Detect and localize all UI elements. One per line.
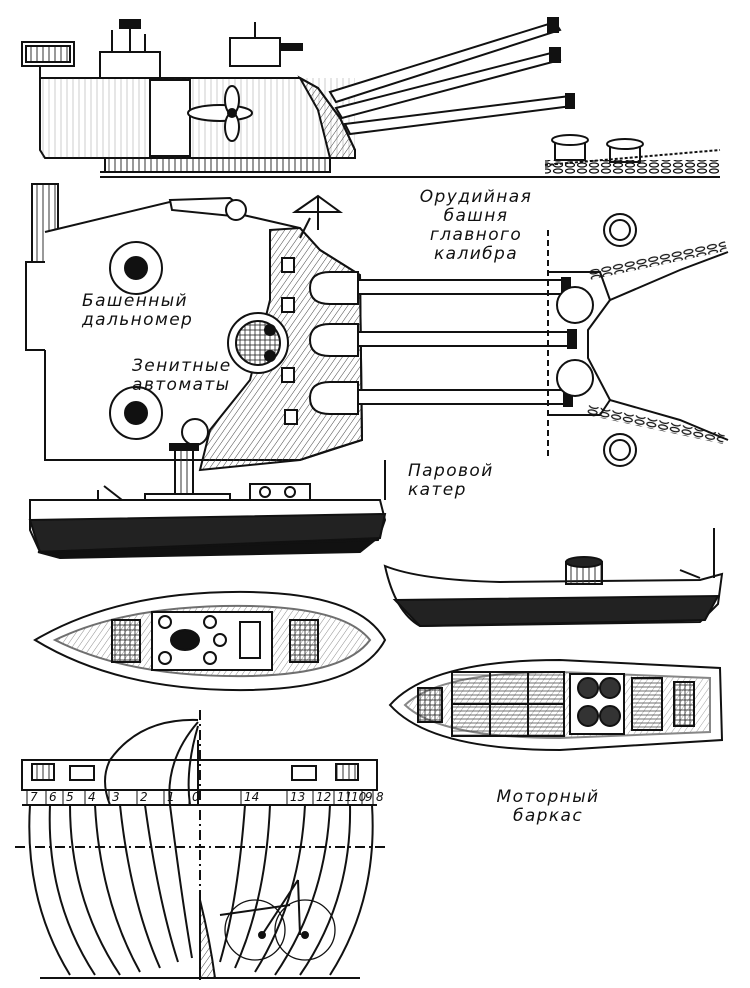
station-label-aft-4: 3 — [112, 790, 120, 804]
station-label-aft-2: 5 — [66, 790, 74, 804]
station-label-fore-1: 13 — [290, 790, 305, 804]
station-label-fore-6: 8 — [376, 790, 384, 804]
station-label-fore-0: 14 — [244, 790, 259, 804]
station-label-fore-4: 10 — [351, 790, 367, 804]
station-label-fore-2: 12 — [316, 790, 331, 804]
turret-plan-view — [25, 183, 729, 472]
station-label-aft-6: 1 — [167, 790, 175, 804]
motor-launch-side-view — [383, 528, 724, 628]
station-label-aft-1: 6 — [49, 790, 57, 804]
station-label-aft-0: 7 — [30, 790, 38, 804]
steam-launch-plan-view — [33, 590, 387, 692]
motor-launch-label: Моторный баркас — [496, 787, 600, 826]
station-label-fore-3: 11 — [337, 790, 352, 804]
rangefinder-label: Башенный дальномер — [82, 291, 194, 330]
turret-side-view — [21, 17, 721, 178]
steam-launch-label: Паровой катер — [408, 461, 494, 500]
station-label-aft-5: 2 — [140, 790, 148, 804]
station-label-aft-3: 4 — [88, 790, 96, 804]
aa-guns-label: Зенитные автоматы — [132, 356, 232, 395]
motor-launch-plan-view — [388, 658, 724, 752]
station-label-aft-7: 0 — [192, 790, 200, 804]
steam-launch-side-view — [28, 443, 387, 560]
station-label-fore-5: 9 — [365, 790, 373, 804]
body-plan — [15, 710, 385, 980]
main-turret-label: Орудийная башня главного калибра — [419, 187, 533, 264]
